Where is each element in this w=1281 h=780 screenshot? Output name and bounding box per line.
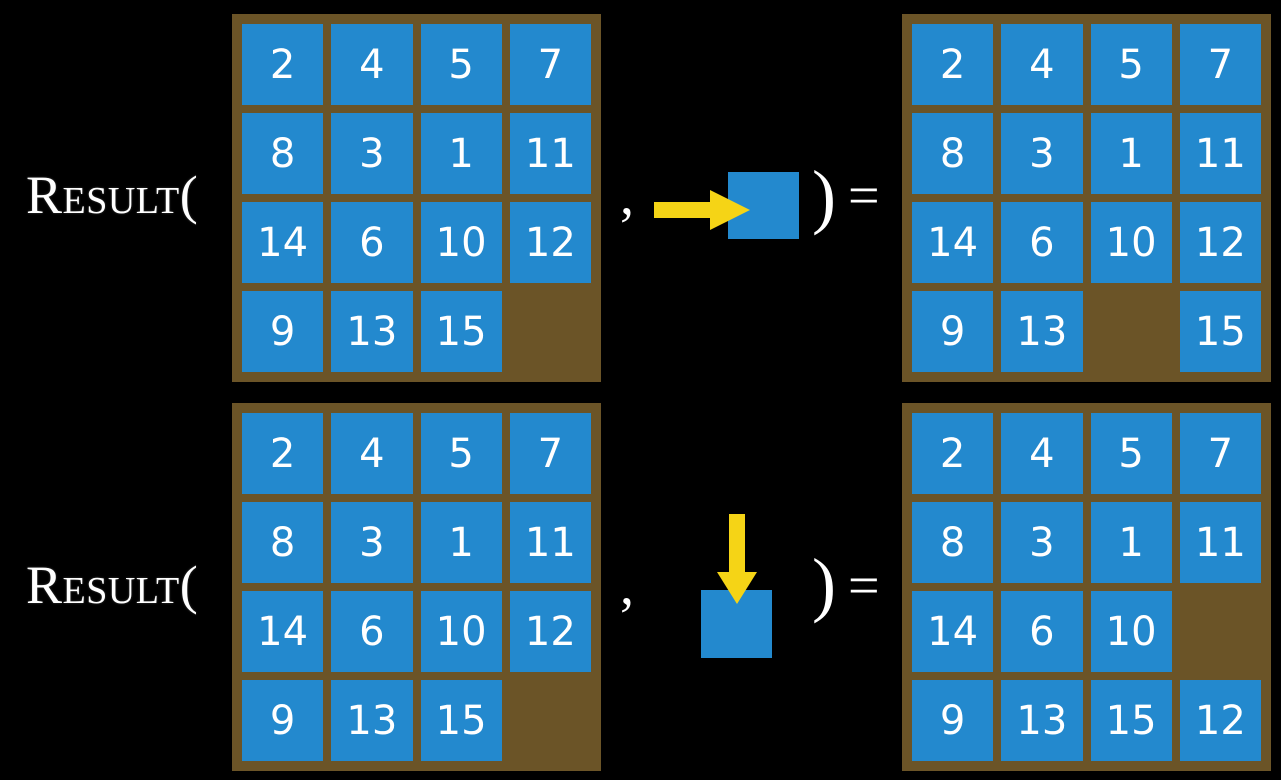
tile[interactable]: 8 [912,502,994,583]
tile[interactable]: 4 [331,413,413,494]
tile[interactable]: 11 [509,502,591,583]
tile[interactable]: 11 [1179,502,1261,583]
input-board-bottom-grid: 2 4 5 7 8 3 1 11 14 6 10 12 9 13 15 [242,413,591,761]
output-board-bottom: 2 4 5 7 8 3 1 11 14 6 10 9 13 15 12 [902,403,1271,771]
output-board-top-grid: 2 4 5 7 8 3 1 11 14 6 10 12 9 13 15 [912,24,1261,372]
tile[interactable]: 2 [242,24,324,105]
tile[interactable]: 1 [420,113,502,194]
tile[interactable]: 15 [1090,680,1172,761]
tile[interactable]: 3 [1001,113,1083,194]
output-board-bottom-grid: 2 4 5 7 8 3 1 11 14 6 10 9 13 15 12 [912,413,1261,761]
tile[interactable]: 13 [1001,680,1083,761]
close-paren: ) [812,156,836,236]
tile[interactable]: 8 [242,113,324,194]
tile[interactable]: 5 [420,24,502,105]
tile[interactable]: 14 [912,202,994,283]
result-label-bottom: Result( [26,555,199,615]
tile[interactable]: 5 [420,413,502,494]
comma-separator: , [620,165,634,227]
tile[interactable]: 9 [912,291,994,372]
tile[interactable]: 1 [420,502,502,583]
input-board-top-grid: 2 4 5 7 8 3 1 11 14 6 10 12 9 13 15 [242,24,591,372]
tile[interactable]: 13 [331,291,413,372]
tile[interactable]: 15 [420,680,502,761]
tile[interactable]: 10 [1090,591,1172,672]
equation-row-top: Result( 2 4 5 7 8 3 1 11 14 6 10 12 9 13… [26,14,1271,382]
tile[interactable]: 7 [1179,413,1261,494]
empty-slot[interactable] [510,680,591,761]
tile[interactable]: 12 [1179,202,1261,283]
tile[interactable]: 14 [242,591,324,672]
equals-sign: = [848,555,880,617]
tile[interactable]: 10 [1090,202,1172,283]
tile[interactable]: 15 [420,291,502,372]
tile[interactable]: 15 [1179,291,1261,372]
tile[interactable]: 12 [509,591,591,672]
tile[interactable]: 14 [242,202,324,283]
tile[interactable]: 12 [509,202,591,283]
tile[interactable]: 5 [1090,413,1172,494]
output-board-top: 2 4 5 7 8 3 1 11 14 6 10 12 9 13 15 [902,14,1271,382]
tile[interactable]: 3 [1001,502,1083,583]
tile[interactable]: 1 [1090,502,1172,583]
tile[interactable]: 11 [1179,113,1261,194]
tile[interactable]: 14 [912,591,994,672]
tile[interactable]: 13 [1001,291,1083,372]
tile[interactable]: 6 [331,591,413,672]
tile[interactable]: 2 [242,413,324,494]
tile[interactable]: 8 [242,502,324,583]
tile[interactable]: 7 [1179,24,1261,105]
empty-slot[interactable] [1180,591,1261,672]
tile[interactable]: 10 [420,202,502,283]
tile[interactable]: 9 [242,680,324,761]
tile[interactable]: 5 [1090,24,1172,105]
tile[interactable]: 6 [331,202,413,283]
comma-separator: , [620,555,634,617]
tile[interactable]: 2 [912,413,994,494]
tile[interactable]: 11 [509,113,591,194]
tile[interactable]: 4 [1001,24,1083,105]
tile[interactable]: 13 [331,680,413,761]
tile[interactable]: 12 [1179,680,1261,761]
tile[interactable]: 3 [331,502,413,583]
tile[interactable]: 7 [509,24,591,105]
equation-row-bottom: Result( 2 4 5 7 8 3 1 11 14 6 10 12 9 13… [0,390,1281,780]
equals-sign: = [848,165,880,227]
tile[interactable]: 7 [509,413,591,494]
tile[interactable]: 2 [912,24,994,105]
tile[interactable]: 9 [912,680,994,761]
tile[interactable]: 9 [242,291,324,372]
empty-slot[interactable] [510,291,591,372]
tile[interactable]: 3 [331,113,413,194]
tile[interactable]: 1 [1090,113,1172,194]
tile[interactable]: 6 [1001,591,1083,672]
tile[interactable]: 8 [912,113,994,194]
empty-slot[interactable] [1091,291,1172,372]
tile[interactable]: 6 [1001,202,1083,283]
input-board-bottom: 2 4 5 7 8 3 1 11 14 6 10 12 9 13 15 [232,403,601,771]
tile[interactable]: 4 [1001,413,1083,494]
tile[interactable]: 10 [420,591,502,672]
input-board-top: 2 4 5 7 8 3 1 11 14 6 10 12 9 13 15 [232,14,601,382]
arrow-right-icon [654,190,750,230]
arrow-down-icon [717,514,757,604]
result-label-top: Result( [26,165,199,225]
close-paren: ) [812,544,836,624]
tile[interactable]: 4 [331,24,413,105]
